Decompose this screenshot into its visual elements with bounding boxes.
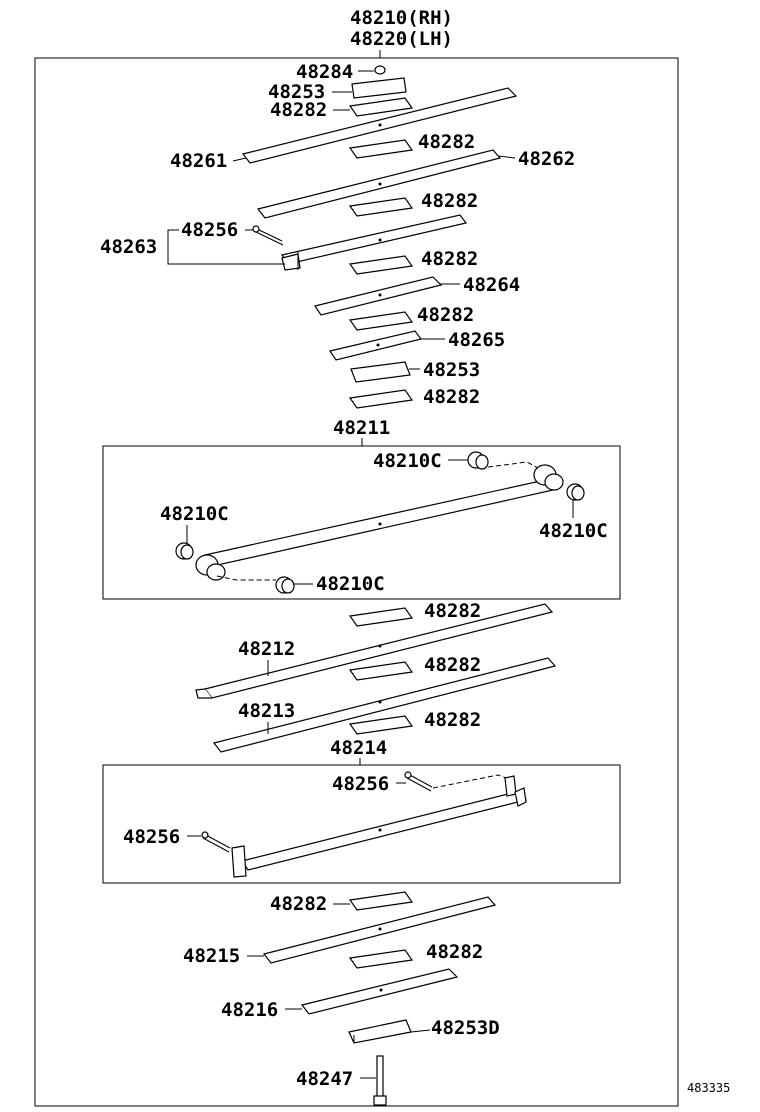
label-48282-c: 48282 [421,190,478,212]
label-48282-f: 48282 [423,386,480,408]
label-48282-g: 48282 [424,600,481,622]
label-48282-i: 48282 [424,709,481,731]
label-48282-a: 48282 [270,99,327,121]
liner-48282-f [348,389,414,409]
clip-48214-rear [231,845,247,878]
leaf-48216 [300,968,459,1015]
leaf-48265 [329,330,423,361]
label-48216: 48216 [221,999,278,1021]
leaf-48213 [212,657,557,753]
liner-48282-h [348,661,414,681]
label-48256-a: 48256 [332,773,389,795]
label-48211: 48211 [333,417,390,439]
box-48211 [102,445,621,600]
label-48215: 48215 [183,945,240,967]
assembly-title-rh: 48210(RH) [350,7,453,29]
outer-frame [34,57,679,1107]
bolt-48256-top [254,227,283,242]
label-48282-h: 48282 [424,654,481,676]
label-48282-b: 48282 [418,131,475,153]
liner-48282-k [348,949,414,969]
label-48214: 48214 [330,737,387,759]
leaf-48264 [314,276,443,316]
label-48282-d: 48282 [421,248,478,270]
clip-48263 [281,253,301,271]
label-48264: 48264 [463,274,520,296]
box-48214 [102,764,621,884]
assembly-title-lh: 48220(LH) [350,28,453,50]
bolt-48256-front [407,773,433,788]
clip-48214-front [504,775,517,797]
spacer-48253d [348,1019,412,1044]
label-48213: 48213 [238,700,295,722]
liner-48282-i [348,715,414,735]
label-48253-top: 48253 [268,81,325,103]
liner-48282-a [348,97,414,117]
label-48282-e: 48282 [417,304,474,326]
label-48247: 48247 [296,1068,353,1090]
label-48210c-3: 48210C [160,503,229,525]
spacer-48253-mid [350,361,411,383]
label-48253-mid: 48253 [423,359,480,381]
liner-48282-d [348,255,414,275]
liner-48282-c [348,197,414,217]
liner-48282-e [348,311,414,331]
label-48265: 48265 [448,329,505,351]
bracket-48263 [167,229,285,265]
label-48210c-2: 48210C [539,520,608,542]
center-bolt-48247 [376,1055,384,1099]
leaf-48214 [241,790,527,871]
label-48210c-1: 48210C [373,450,442,472]
label-48212: 48212 [238,638,295,660]
liner-48282-b [348,139,414,159]
figure-id: 483335 [687,1081,730,1095]
nut-48284 [374,65,386,75]
leaf-48212 [203,603,554,699]
label-48262: 48262 [518,148,575,170]
liner-48282-j [348,891,414,911]
label-48284: 48284 [296,61,353,83]
label-48261: 48261 [170,150,227,172]
label-48210c-4: 48210C [316,573,385,595]
label-48253d: 48253D [431,1017,500,1039]
label-48256-top: 48256 [181,219,238,241]
spacer-48253-top [351,77,407,99]
label-48263: 48263 [100,236,157,258]
label-48282-k: 48282 [426,941,483,963]
liner-48282-g [348,607,414,627]
label-48282-j: 48282 [270,893,327,915]
label-48256-b: 48256 [123,826,180,848]
